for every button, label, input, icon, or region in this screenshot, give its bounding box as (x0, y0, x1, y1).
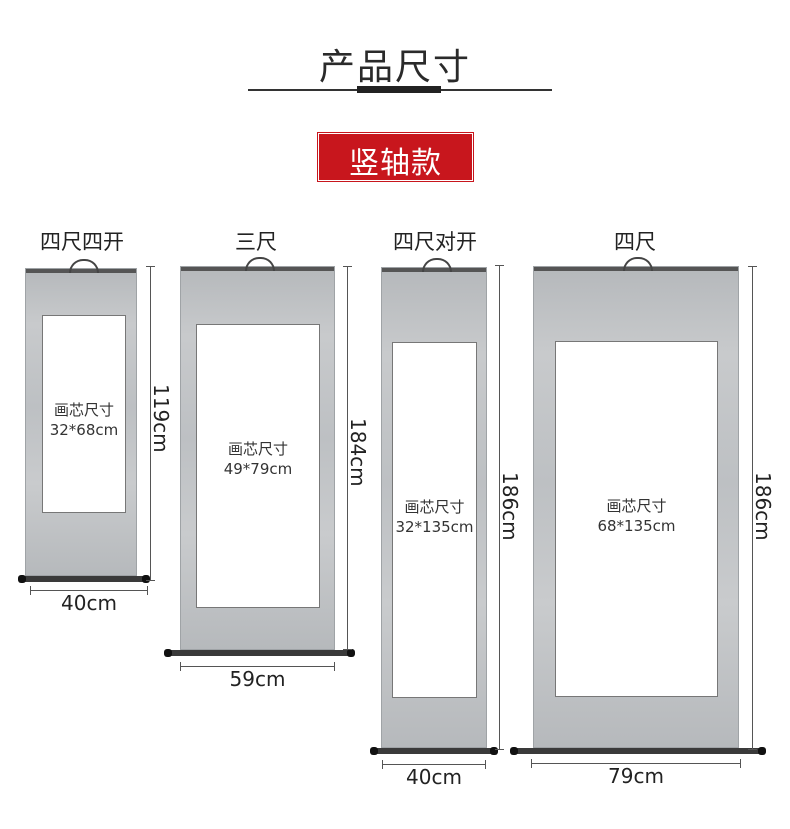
painting-core: 画芯尺寸 32*68cm (42, 315, 126, 513)
height-dimension-line (343, 266, 352, 650)
height-dimension-line (748, 266, 757, 750)
product-name: 三尺 (235, 230, 277, 254)
page-title: 产品尺寸 (318, 47, 471, 88)
style-badge: 竖轴款 (314, 129, 477, 185)
width-label: 79cm (608, 764, 664, 788)
core-label: 画芯尺寸 (53, 401, 114, 419)
height-label: 119cm (149, 384, 173, 453)
hanger-icon (245, 257, 275, 271)
width-label: 40cm (61, 591, 117, 615)
title-underline-accent (357, 86, 441, 93)
scroll-image: 画芯尺寸 68*135cm (533, 257, 739, 748)
product-name: 四尺 (614, 230, 656, 254)
painting-core: 画芯尺寸 32*135cm (392, 342, 477, 698)
core-size: 32*135cm (395, 518, 474, 536)
width-dimension-line (531, 759, 741, 768)
height-dimension-line (146, 266, 155, 581)
core-label: 画芯尺寸 (227, 440, 288, 458)
scroll-rod (510, 747, 766, 755)
height-label: 184cm (346, 418, 370, 487)
width-dimension-line (382, 760, 486, 769)
width-label: 59cm (229, 667, 286, 691)
core-size: 68*135cm (597, 517, 676, 535)
painting-core: 画芯尺寸 49*79cm (196, 324, 320, 608)
width-dimension-line (30, 586, 148, 595)
scroll-rod (18, 575, 150, 583)
core-label: 画芯尺寸 (606, 497, 667, 515)
painting-core: 画芯尺寸 68*135cm (555, 341, 718, 697)
product-name: 四尺对开 (393, 230, 477, 254)
core-size: 49*79cm (223, 460, 293, 478)
width-label: 40cm (406, 765, 462, 789)
hanger-icon (69, 259, 99, 273)
style-badge-label: 竖轴款 (349, 146, 442, 181)
core-size: 32*68cm (49, 421, 119, 439)
hanger-icon (623, 257, 653, 271)
scroll-image: 画芯尺寸 32*68cm (25, 259, 137, 576)
height-label: 186cm (751, 472, 775, 541)
product-name: 四尺四开 (40, 230, 124, 254)
hanger-icon (422, 258, 452, 272)
width-dimension-line (180, 662, 335, 671)
scroll-rod (370, 747, 498, 755)
scroll-image: 画芯尺寸 49*79cm (180, 257, 335, 650)
height-dimension-line (495, 265, 504, 750)
height-label: 186cm (498, 472, 522, 541)
scroll-image: 画芯尺寸 32*135cm (381, 258, 487, 748)
scroll-rod (164, 649, 355, 657)
core-label: 画芯尺寸 (404, 498, 465, 516)
